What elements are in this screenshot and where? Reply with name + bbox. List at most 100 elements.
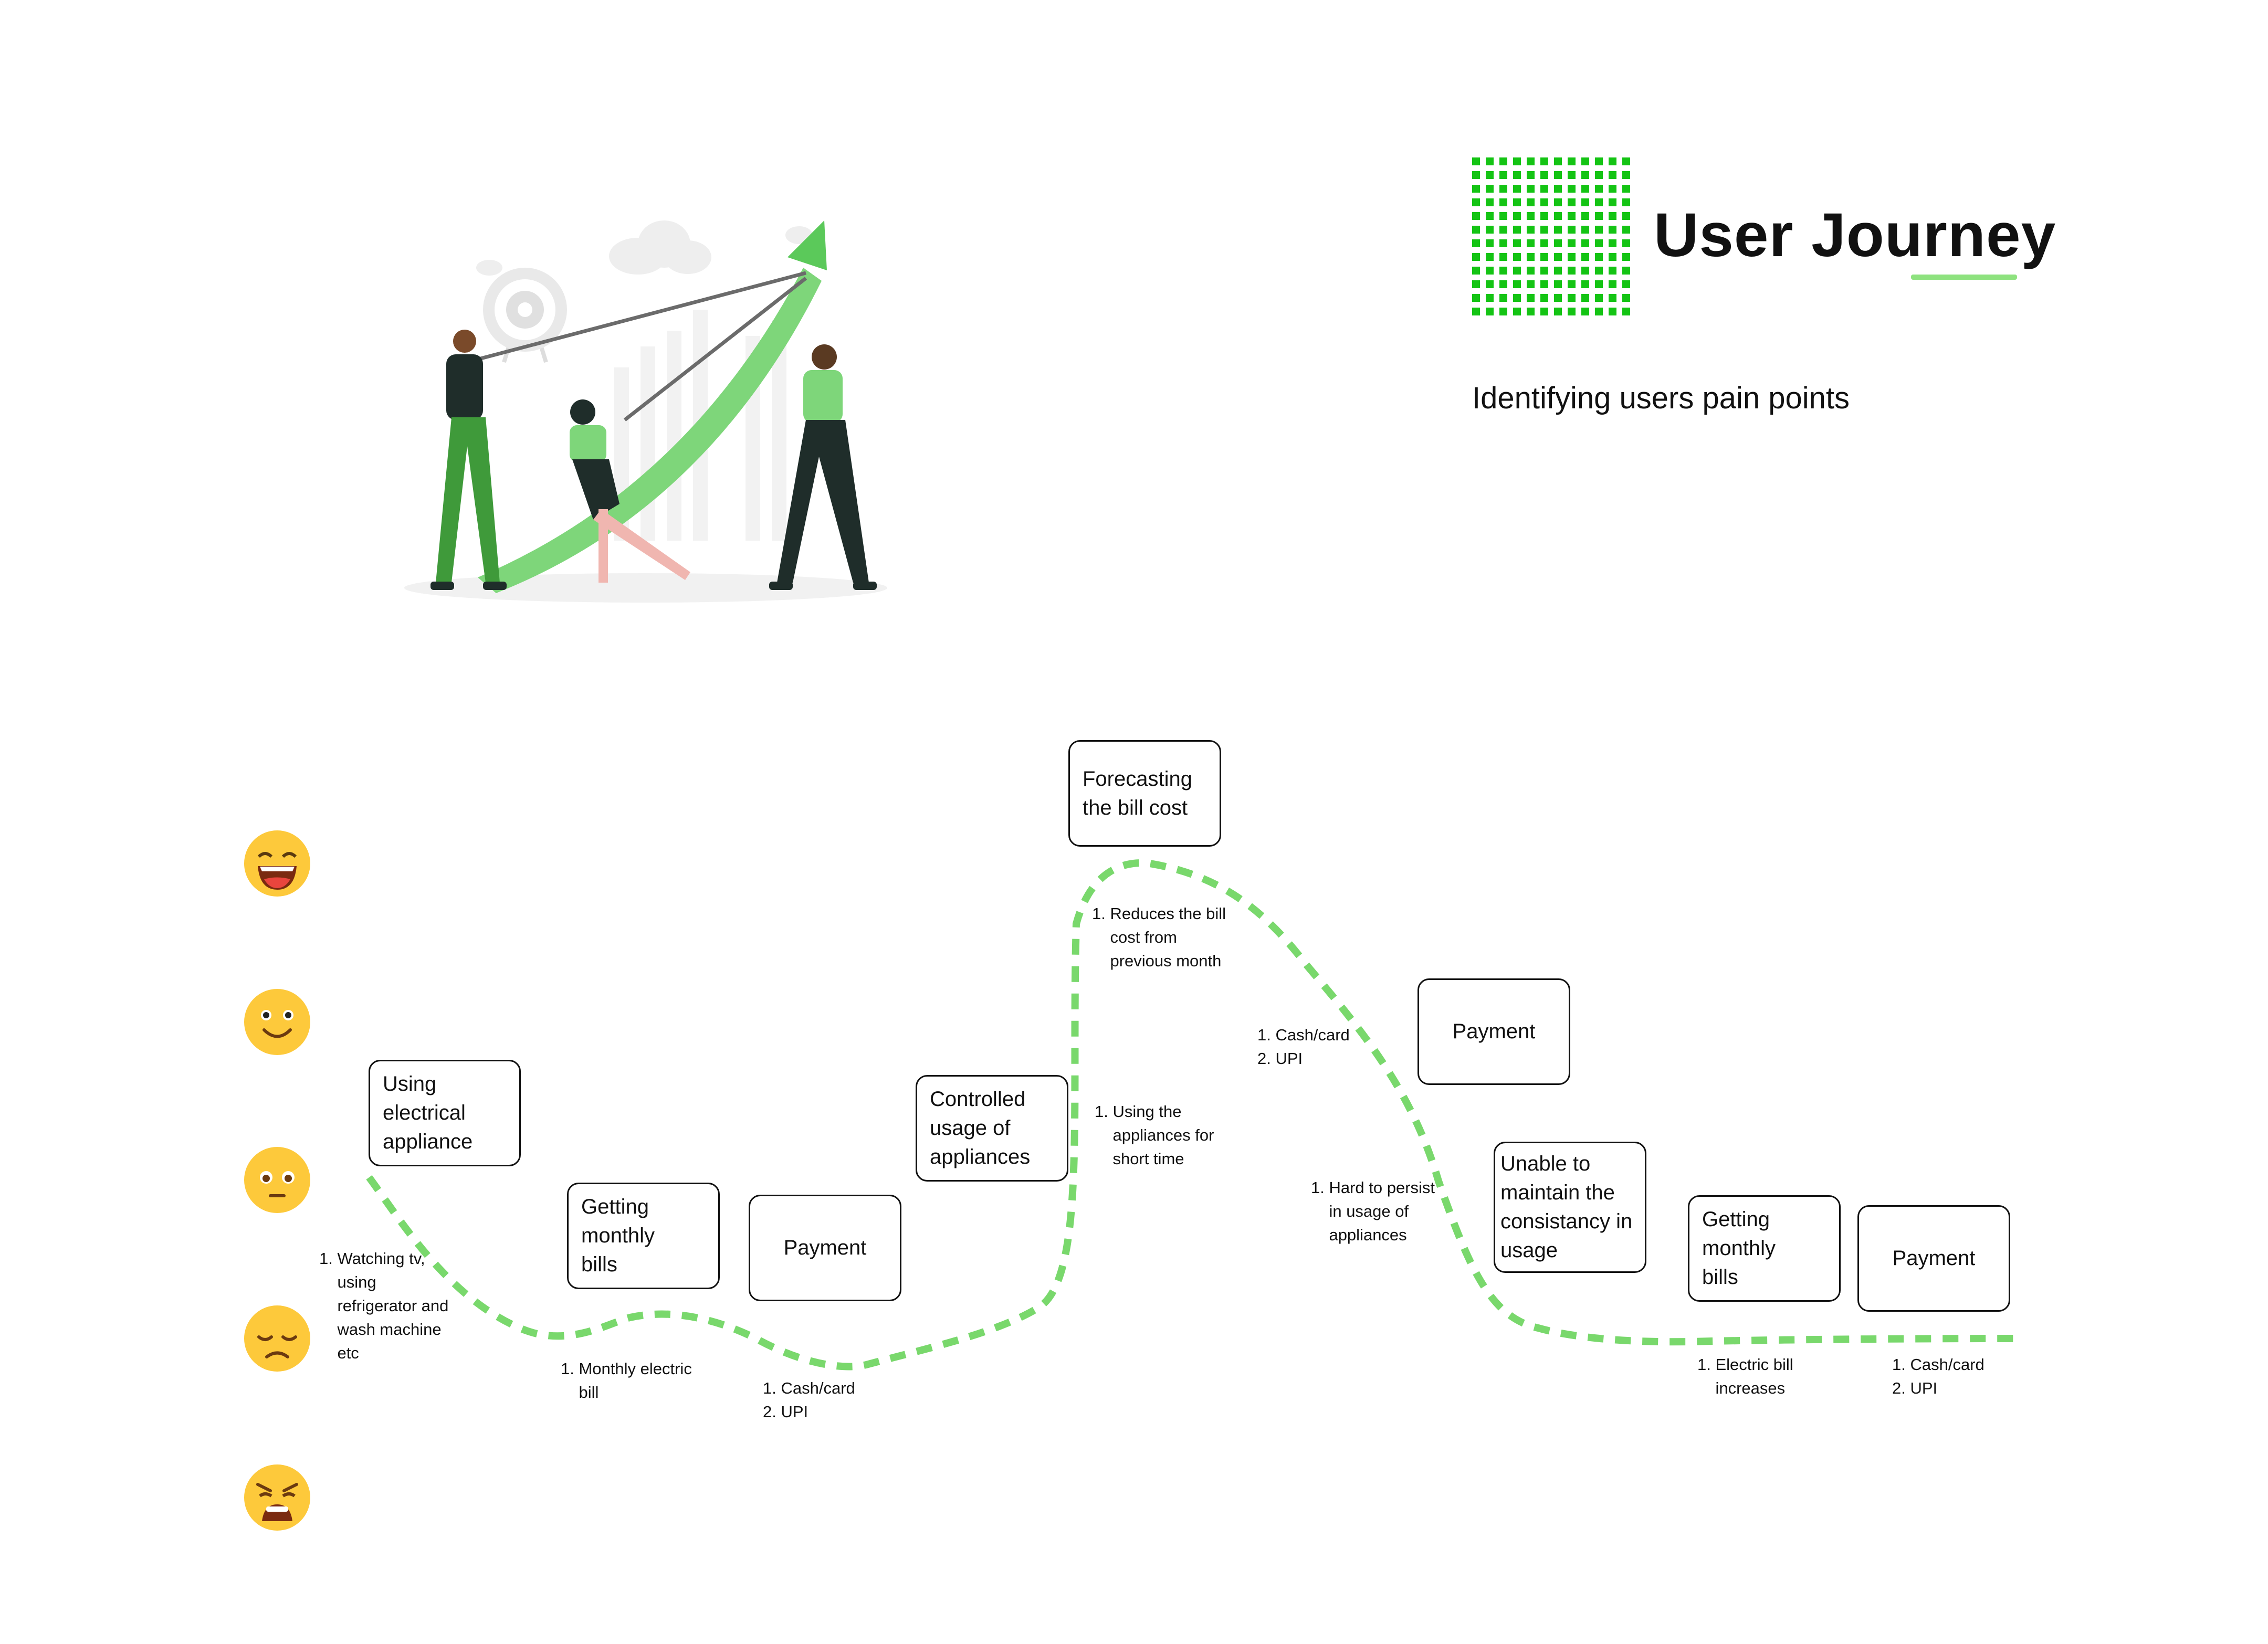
logo-dot: [1554, 239, 1562, 247]
logo-dot: [1581, 212, 1589, 220]
logo-dot: [1499, 294, 1507, 302]
logo-dot: [1622, 280, 1630, 288]
logo-dot: [1609, 185, 1616, 193]
logo-dot: [1527, 185, 1535, 193]
logo-dot: [1527, 212, 1535, 220]
neutral-face-icon: [244, 1147, 310, 1213]
logo-dot: [1527, 253, 1535, 261]
logo-dot: [1554, 294, 1562, 302]
logo-dot: [1595, 212, 1603, 220]
stage-box: Forecasting the bill cost: [1068, 740, 1221, 847]
logo-dot: [1609, 267, 1616, 275]
stage-note: 1. Cash/card 2. UPI: [763, 1379, 855, 1421]
logo-dot: [1527, 226, 1535, 234]
logo-dot: [1540, 226, 1548, 234]
logo-dot: [1472, 198, 1480, 206]
logo-dot: [1595, 294, 1603, 302]
logo-dot: [1622, 267, 1630, 275]
logo-dot: [1622, 294, 1630, 302]
logo-dot: [1568, 157, 1576, 165]
logo-dot: [1472, 294, 1480, 302]
logo-dot: [1540, 198, 1548, 206]
logo-dot: [1499, 267, 1507, 275]
logo-dot: [1554, 267, 1562, 275]
logo-dot: [1609, 308, 1616, 315]
logo-dot: [1540, 253, 1548, 261]
logo-dot: [1622, 239, 1630, 247]
logo-dot: [1609, 171, 1616, 179]
logo-dot: [1568, 308, 1576, 315]
sad-face-icon: [244, 1305, 310, 1372]
logo-dot: [1472, 267, 1480, 275]
logo-dot: [1527, 198, 1535, 206]
logo-dot: [1622, 157, 1630, 165]
logo-dot: [1472, 226, 1480, 234]
logo-dot: [1486, 185, 1494, 193]
logo-dot: [1527, 239, 1535, 247]
logo-dot: [1472, 253, 1480, 261]
logo-dot: [1513, 171, 1521, 179]
logo-dot: [1513, 239, 1521, 247]
logo-dot: [1499, 212, 1507, 220]
logo-dot: [1568, 185, 1576, 193]
logo-dot: [1568, 294, 1576, 302]
logo-dot: [1513, 294, 1521, 302]
logo-dot: [1540, 294, 1548, 302]
logo-dot: [1486, 239, 1494, 247]
logo-dot: [1581, 185, 1589, 193]
logo-dot: [1513, 212, 1521, 220]
title-underline: [1911, 275, 2017, 280]
logo-dot: [1540, 280, 1548, 288]
logo-dot: [1540, 212, 1548, 220]
logo-dot: [1540, 171, 1548, 179]
logo-dot: [1513, 185, 1521, 193]
smiling-face-icon: [244, 989, 310, 1055]
logo-dot: [1609, 239, 1616, 247]
logo-dot: [1622, 198, 1630, 206]
logo-dot: [1609, 157, 1616, 165]
logo-dot: [1540, 267, 1548, 275]
stage-box: Controlled usage of appliances: [916, 1075, 1068, 1182]
stage-note: 1. Using the appliances for short time: [1095, 1102, 1214, 1168]
logo-dot: [1622, 212, 1630, 220]
logo-dot: [1581, 157, 1589, 165]
logo-dot: [1513, 308, 1521, 315]
logo-dot: [1609, 212, 1616, 220]
logo-dot: [1568, 267, 1576, 275]
logo-dot: [1554, 280, 1562, 288]
logo-dot: [1486, 226, 1494, 234]
logo-dot: [1568, 212, 1576, 220]
logo-dot: [1486, 253, 1494, 261]
logo-dot: [1595, 185, 1603, 193]
logo-dot: [1486, 294, 1494, 302]
stage-box: Payment: [1857, 1205, 2010, 1312]
logo-dot: [1513, 157, 1521, 165]
logo-dot: [1499, 171, 1507, 179]
logo-dot: [1622, 185, 1630, 193]
logo-dot: [1568, 226, 1576, 234]
logo-dot: [1554, 226, 1562, 234]
logo-dot: [1595, 171, 1603, 179]
logo-dot: [1609, 198, 1616, 206]
logo-dot: [1622, 226, 1630, 234]
logo-dot: [1609, 280, 1616, 288]
logo-dot: [1595, 308, 1603, 315]
logo-dot: [1540, 239, 1548, 247]
stage-box: Unable to maintain the consistancy in us…: [1494, 1142, 1646, 1273]
logo-dot: [1554, 171, 1562, 179]
logo-dot: [1499, 308, 1507, 315]
logo-dot: [1595, 226, 1603, 234]
logo-dot: [1527, 171, 1535, 179]
logo-dot: [1581, 267, 1589, 275]
logo-dot: [1527, 308, 1535, 315]
logo-dot: [1472, 212, 1480, 220]
logo-dot: [1499, 198, 1507, 206]
logo-dot: [1568, 253, 1576, 261]
logo-dot: [1581, 253, 1589, 261]
logo-dot: [1581, 226, 1589, 234]
stage-box: Payment: [749, 1195, 901, 1301]
stage-box: Payment: [1418, 978, 1570, 1085]
logo-dot: [1581, 308, 1589, 315]
logo-dot: [1622, 253, 1630, 261]
